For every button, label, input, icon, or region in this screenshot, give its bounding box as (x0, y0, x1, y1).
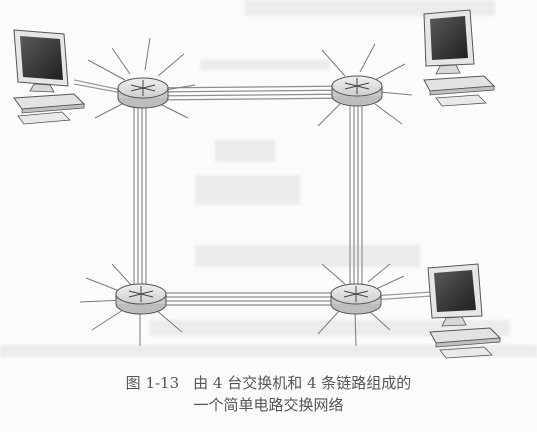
link-bottom (146, 292, 350, 306)
page-bleed (245, 0, 495, 16)
page-bleed (0, 345, 537, 357)
switch-top-left (117, 77, 169, 109)
host-bottom-right (427, 263, 502, 359)
switch-arrows-icon (344, 78, 370, 94)
switch-arrows-icon (128, 286, 154, 302)
link-right (349, 98, 363, 298)
figure-number: 图 1-13 (125, 374, 180, 392)
switch-arrows-icon (130, 80, 156, 96)
access-link-top-left (73, 79, 123, 94)
network-diagram (13, 9, 502, 359)
caption-line-1: 图 1-13 由 4 台交换机和 4 条链路组成的 (0, 372, 537, 394)
switch-arrows-icon (343, 286, 369, 302)
link-left (133, 100, 147, 300)
caption-text-1: 由 4 台交换机和 4 条链路组成的 (193, 374, 412, 392)
page-bleed (200, 60, 330, 70)
page-bleed (215, 140, 275, 162)
page-bleed (150, 320, 510, 336)
caption-text-2: 一个简单电路交换网络 (193, 396, 344, 414)
switch-top-right (331, 75, 383, 107)
host-top-right (423, 9, 496, 107)
switch-bottom-right (330, 283, 382, 315)
computer-icon (13, 29, 86, 125)
access-link-bottom-right (371, 291, 433, 301)
switch-spokes (79, 37, 413, 347)
computer-icon (427, 263, 502, 359)
page-bleed (195, 175, 300, 205)
page-bleed (195, 245, 420, 267)
host-top-left (13, 29, 86, 125)
figure-caption: 图 1-13 由 4 台交换机和 4 条链路组成的 一个简单电路交换网络 (0, 372, 537, 416)
switch-bottom-left (115, 283, 167, 315)
computer-icon (423, 9, 496, 107)
